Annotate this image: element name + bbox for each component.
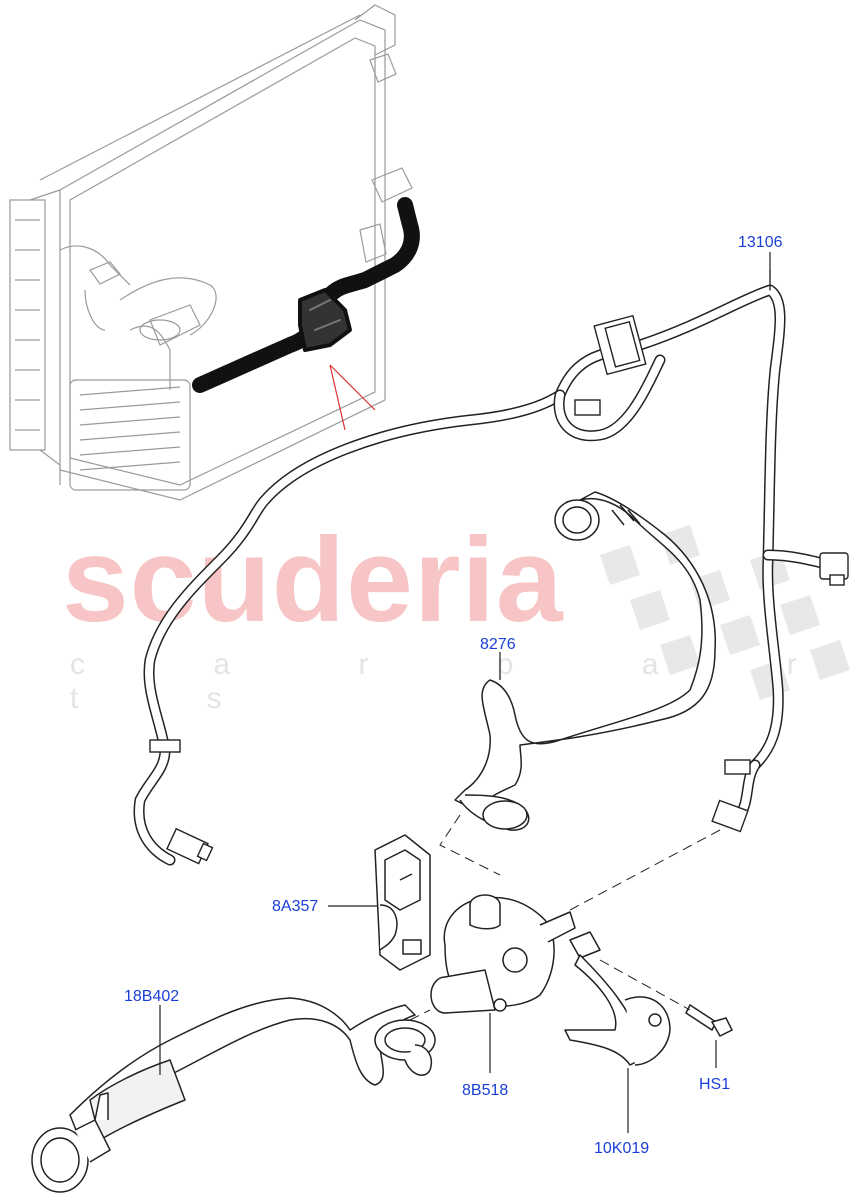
callout-18B402[interactable]: 18B402: [124, 988, 180, 1005]
callout-8276[interactable]: 8276: [480, 636, 516, 653]
callout-leaders: [159, 252, 771, 1133]
callout-8A357[interactable]: 8A357: [272, 898, 319, 915]
callout-10K019[interactable]: 10K019: [594, 1140, 650, 1157]
leader-red-pointer: [329, 364, 376, 431]
bolt-HS1: [685, 1003, 734, 1037]
highlighted-hose-reference: [192, 197, 420, 393]
assembly-dash-lines: [409, 814, 721, 1021]
coolant-hose-18B402: [31, 997, 436, 1193]
callout-8B518[interactable]: 8B518: [462, 1082, 509, 1099]
strap-bracket-10K019: [564, 931, 671, 1066]
watermark-brand: scuderia: [62, 513, 564, 647]
callout-13106[interactable]: 13106: [738, 234, 783, 251]
radiator-reference-image: [9, 4, 413, 501]
water-pump-8B518: [430, 894, 576, 1014]
callout-HS1[interactable]: HS1: [699, 1076, 731, 1093]
harness-connectors: [149, 314, 849, 865]
coolant-hose-8276: [454, 491, 716, 831]
bracket-8A357: [374, 834, 431, 971]
checkered-flag-watermark: [600, 525, 850, 700]
